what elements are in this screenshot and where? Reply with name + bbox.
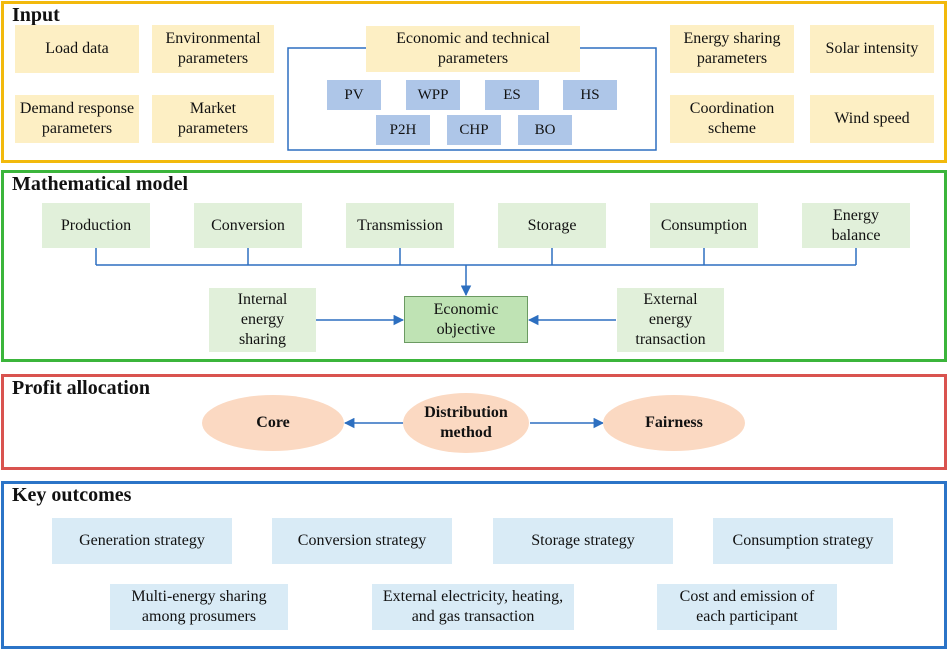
economic-objective-box: Economic objective bbox=[404, 296, 528, 343]
distribution-method-ellipse: Distribution method bbox=[403, 393, 529, 453]
multi-energy-sharing-box: Multi-energy sharing among prosumers bbox=[110, 584, 288, 630]
market-parameters-box: Market parameters bbox=[152, 95, 274, 143]
fairness-ellipse: Fairness bbox=[603, 395, 745, 451]
storage-strategy-box: Storage strategy bbox=[493, 518, 673, 564]
device-wpp: WPP bbox=[406, 80, 460, 110]
external-transaction-box: External electricity, heating, and gas t… bbox=[372, 584, 574, 630]
stage-transmission: Transmission bbox=[346, 203, 454, 248]
outcomes-section: Key outcomes bbox=[1, 481, 947, 649]
stage-storage: Storage bbox=[498, 203, 606, 248]
cost-emission-box: Cost and emission of each participant bbox=[657, 584, 837, 630]
coordination-scheme-box: Coordination scheme bbox=[670, 95, 794, 143]
profit-section: Profit allocation bbox=[1, 374, 947, 470]
conversion-strategy-box: Conversion strategy bbox=[272, 518, 452, 564]
environmental-parameters-box: Environmental parameters bbox=[152, 25, 274, 73]
device-chp: CHP bbox=[447, 115, 501, 145]
model-title: Mathematical model bbox=[12, 173, 189, 195]
core-ellipse: Core bbox=[202, 395, 344, 451]
external-energy-transaction-box: External energy transaction bbox=[617, 288, 724, 352]
internal-energy-sharing-box: Internal energy sharing bbox=[209, 288, 316, 352]
stage-production: Production bbox=[42, 203, 150, 248]
stage-bus bbox=[95, 248, 857, 429]
outcomes-title: Key outcomes bbox=[12, 484, 132, 506]
device-p2h: P2H bbox=[376, 115, 430, 145]
energy-sharing-parameters-box: Energy sharing parameters bbox=[670, 25, 794, 73]
device-pv: PV bbox=[327, 80, 381, 110]
solar-intensity-box: Solar intensity bbox=[810, 25, 934, 73]
stage-consumption: Consumption bbox=[650, 203, 758, 248]
consumption-strategy-box: Consumption strategy bbox=[713, 518, 893, 564]
load-data-box: Load data bbox=[15, 25, 139, 73]
device-es: ES bbox=[485, 80, 539, 110]
generation-strategy-box: Generation strategy bbox=[52, 518, 232, 564]
input-section: Input bbox=[1, 1, 947, 163]
stage-conversion: Conversion bbox=[194, 203, 302, 248]
profit-title: Profit allocation bbox=[12, 377, 150, 399]
econ-tech-parameters-box: Economic and technical parameters bbox=[366, 26, 580, 72]
input-title: Input bbox=[12, 4, 60, 26]
model-section: Mathematical model bbox=[1, 170, 947, 362]
device-bo: BO bbox=[518, 115, 572, 145]
wind-speed-box: Wind speed bbox=[810, 95, 934, 143]
device-hs: HS bbox=[563, 80, 617, 110]
demand-response-box: Demand response parameters bbox=[15, 95, 139, 143]
stage-energy-balance: Energy balance bbox=[802, 203, 910, 248]
